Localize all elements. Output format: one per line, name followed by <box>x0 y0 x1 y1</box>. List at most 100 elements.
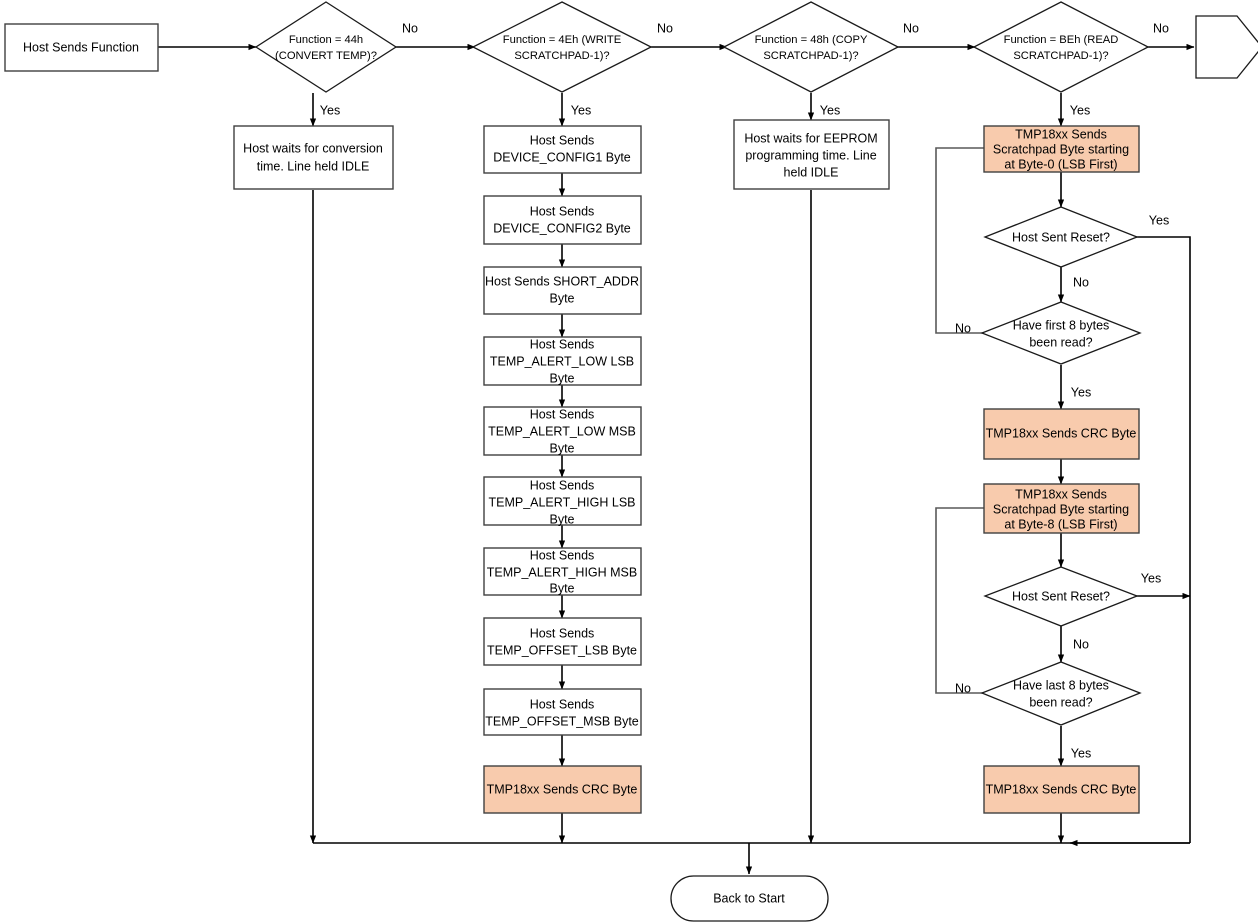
node-crc-byte-mid[interactable]: TMP18xx Sends CRC Byte <box>983 408 1140 460</box>
node-decision-first-8-bytes-read[interactable]: Have first 8 bytes been read? <box>980 301 1142 365</box>
node-label: Host Sends Function <box>23 40 139 54</box>
edge-last8-no-loop <box>935 504 1031 694</box>
node-host-sends-device-config1[interactable]: Host Sends DEVICE_CONFIG1 Byte <box>483 125 642 174</box>
node-label-line1: Host Sends <box>530 407 595 421</box>
node-label-line3: at Byte-0 (LSB First) <box>1004 157 1117 171</box>
node-label: Host Sent Reset? <box>1012 589 1110 603</box>
node-host-waits-conversion[interactable]: Host waits for conversion time. Line hel… <box>233 125 394 190</box>
node-label-line2: DEVICE_CONFIG1 Byte <box>493 150 631 164</box>
edge-label-reset2-yes: Yes <box>1141 571 1161 585</box>
edge-label-read-yes: Yes <box>1070 103 1090 117</box>
node-label: Host Sent Reset? <box>1012 230 1110 244</box>
node-host-sends-temp-alert-high-lsb[interactable]: Host Sends TEMP_ALERT_HIGH LSB Byte <box>483 476 642 526</box>
node-label-line1: Function = 44h <box>289 34 363 46</box>
node-label: TMP18xx Sends CRC Byte <box>986 782 1137 796</box>
node-label-line2: SCRATCHPAD-1)? <box>1013 50 1108 62</box>
node-label-line1: Host waits for EEPROM <box>744 131 877 145</box>
node-label-line1: Function = BEh (READ <box>1004 34 1119 46</box>
edge-label-first8-yes: Yes <box>1071 385 1091 399</box>
node-label-line2: TEMP_ALERT_LOW MSB <box>488 424 636 438</box>
node-host-sends-temp-alert-low-msb[interactable]: Host Sends TEMP_ALERT_LOW MSB Byte <box>483 406 642 456</box>
node-label-line1: Host Sends <box>530 337 595 351</box>
node-decision-last-8-bytes-read[interactable]: Have last 8 bytes been read? <box>980 661 1142 726</box>
node-decision-host-sent-reset-2[interactable]: Host Sent Reset? <box>983 566 1139 627</box>
edge-label-copy-no: No <box>903 21 919 35</box>
node-label-line1: Have first 8 bytes <box>1013 318 1110 332</box>
node-scratchpad-byte-0[interactable]: TMP18xx Sends Scratchpad Byte starting a… <box>983 125 1140 173</box>
node-crc-byte-write-branch[interactable]: TMP18xx Sends CRC Byte <box>483 765 642 814</box>
node-host-sends-temp-alert-high-msb[interactable]: Host Sends TEMP_ALERT_HIGH MSB Byte <box>483 547 642 596</box>
node-label-line1: Host Sends <box>530 697 595 711</box>
node-label-line2: TEMP_ALERT_HIGH LSB <box>488 495 635 509</box>
node-label-line2: SCRATCHPAD-1)? <box>514 50 609 62</box>
node-label-line1: TMP18xx Sends <box>1015 127 1107 141</box>
edge-first8-no-loop <box>935 144 1031 334</box>
edge-label-convert-yes: Yes <box>320 103 340 117</box>
node-label-line1: Host Sends <box>530 626 595 640</box>
edge-label-copy-yes: Yes <box>820 103 840 117</box>
node-label-line2: been read? <box>1029 335 1092 349</box>
edge-label-read-no: No <box>1153 21 1169 35</box>
edge-label-write-yes: Yes <box>571 103 591 117</box>
node-host-sends-short-addr[interactable]: Host Sends SHORT_ADDR Byte <box>483 266 642 315</box>
node-label-line2: TEMP_OFFSET_LSB Byte <box>487 643 637 657</box>
node-exit-pentagon[interactable] <box>1195 15 1258 79</box>
edge-label-last8-yes: Yes <box>1071 746 1091 760</box>
node-decision-convert-temp[interactable]: Function = 44h (CONVERT TEMP)? <box>254 1 398 93</box>
node-host-sends-device-config2[interactable]: Host Sends DEVICE_CONFIG2 Byte <box>483 195 642 245</box>
node-label-line1: Host Sends <box>530 478 595 492</box>
node-label-line3: Byte <box>549 371 574 385</box>
node-label-line3: Byte <box>549 581 574 595</box>
node-label-line1: Function = 4Eh (WRITE <box>503 34 621 46</box>
edge-labels: No Yes No Yes No Yes No Yes Yes No No Ye… <box>320 21 1169 760</box>
node-label-line2: Scratchpad Byte starting <box>993 142 1129 156</box>
node-label-line1: Function = 48h (COPY <box>755 34 868 46</box>
node-label: TMP18xx Sends CRC Byte <box>487 782 638 796</box>
node-label: TMP18xx Sends CRC Byte <box>986 426 1137 440</box>
node-label-line3: Byte <box>549 441 574 455</box>
node-crc-byte-read-branch[interactable]: TMP18xx Sends CRC Byte <box>983 765 1140 814</box>
node-host-sends-function[interactable]: Host Sends Function <box>4 23 159 72</box>
node-host-sends-temp-offset-msb[interactable]: Host Sends TEMP_OFFSET_MSB Byte <box>483 688 642 736</box>
node-label-line2: TEMP_ALERT_LOW LSB <box>490 354 634 368</box>
edge-reset1-yes-rail <box>1136 236 1191 843</box>
edge-label-convert-no: No <box>402 21 418 35</box>
node-label-line2: TEMP_OFFSET_MSB Byte <box>485 714 639 728</box>
edge-label-last8-no: No <box>955 681 971 695</box>
node-host-sends-temp-alert-low-lsb[interactable]: Host Sends TEMP_ALERT_LOW LSB Byte <box>483 336 642 386</box>
node-decision-host-sent-reset-1[interactable]: Host Sent Reset? <box>983 206 1139 268</box>
node-decision-read-scratchpad[interactable]: Function = BEh (READ SCRATCHPAD-1)? <box>972 1 1150 93</box>
node-label-line2: Byte <box>549 291 574 305</box>
node-label-line1: TMP18xx Sends <box>1015 487 1107 501</box>
node-label-line1: Have last 8 bytes <box>1013 678 1109 692</box>
node-label-line2: (CONVERT TEMP)? <box>275 50 377 62</box>
node-label-line2: programming time. Line <box>745 148 876 162</box>
connectors <box>158 43 1195 875</box>
node-back-to-start[interactable]: Back to Start <box>670 875 829 922</box>
node-label: Back to Start <box>713 891 785 905</box>
node-label-line2: Scratchpad Byte starting <box>993 502 1129 516</box>
edge-label-write-no: No <box>657 21 673 35</box>
node-host-waits-eeprom[interactable]: Host waits for EEPROM programming time. … <box>733 119 890 190</box>
node-decision-copy-scratchpad[interactable]: Function = 48h (COPY SCRATCHPAD-1)? <box>722 1 900 93</box>
node-label-line2: time. Line held IDLE <box>257 159 370 173</box>
edge-label-reset1-yes: Yes <box>1149 213 1169 227</box>
node-label-line3: at Byte-8 (LSB First) <box>1004 517 1117 531</box>
node-label-line1: Host Sends SHORT_ADDR <box>485 274 639 288</box>
edge-label-reset1-no: No <box>1073 275 1089 289</box>
node-label-line3: held IDLE <box>784 165 839 179</box>
node-decision-write-scratchpad[interactable]: Function = 4Eh (WRITE SCRATCHPAD-1)? <box>471 1 653 93</box>
node-scratchpad-byte-8[interactable]: TMP18xx Sends Scratchpad Byte starting a… <box>983 483 1140 534</box>
node-label-line1: Host waits for conversion <box>243 141 383 155</box>
node-label-line2: DEVICE_CONFIG2 Byte <box>493 221 631 235</box>
node-label-line2: been read? <box>1029 695 1092 709</box>
node-label-line1: Host Sends <box>530 133 595 147</box>
edge-label-first8-no: No <box>955 321 971 335</box>
node-label-line2: SCRATCHPAD-1)? <box>763 50 858 62</box>
edge-label-reset2-no: No <box>1073 637 1089 651</box>
node-label-line3: Byte <box>549 512 574 526</box>
node-label-line1: Host Sends <box>530 548 595 562</box>
node-host-sends-temp-offset-lsb[interactable]: Host Sends TEMP_OFFSET_LSB Byte <box>483 617 642 666</box>
